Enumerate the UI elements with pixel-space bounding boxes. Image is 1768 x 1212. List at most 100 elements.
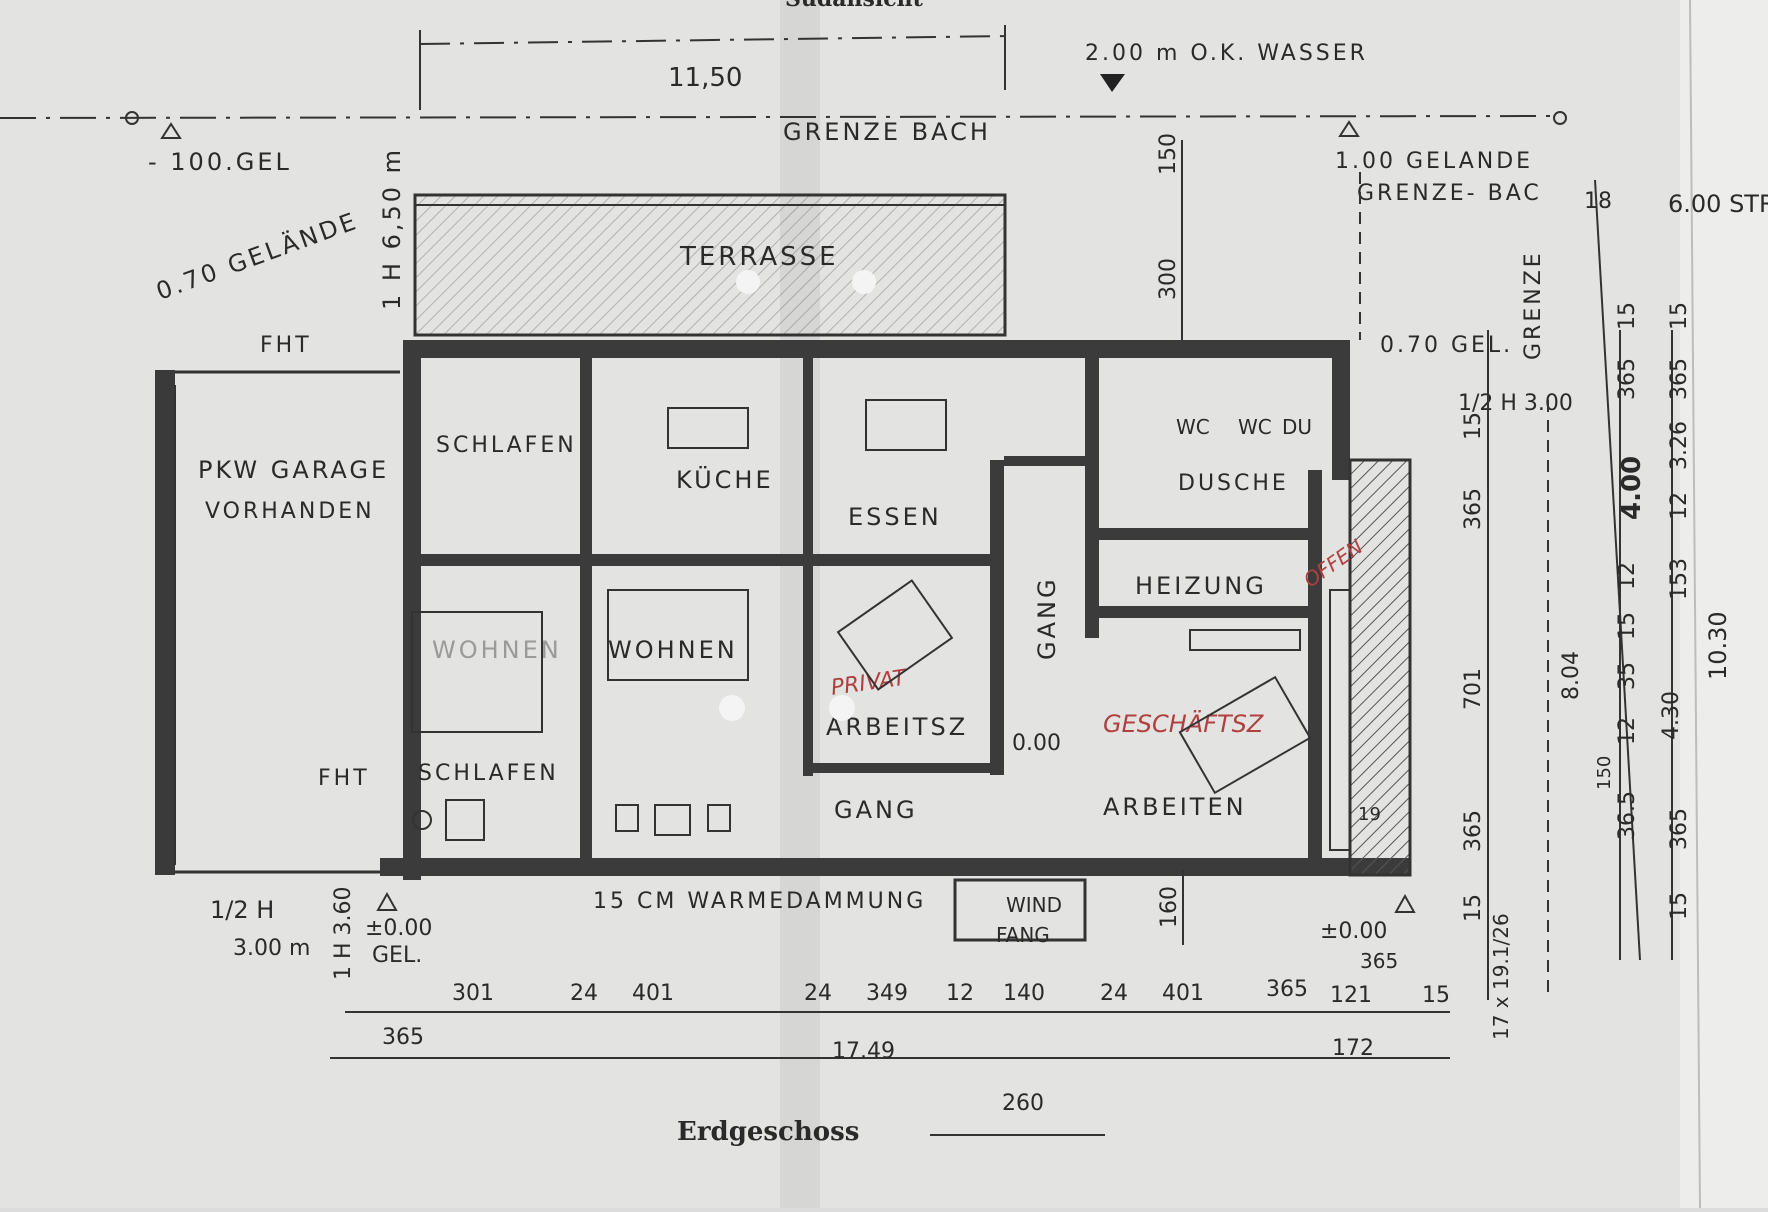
top-dimension — [419, 25, 1011, 110]
room-heizung: HEIZUNG — [1135, 572, 1267, 600]
stair-wall — [1348, 458, 1412, 877]
boundary-line — [0, 115, 1561, 119]
right-c-8: 36.5 — [1615, 791, 1640, 840]
furniture — [411, 579, 1312, 841]
fht-bottom-label: FHT — [318, 766, 370, 791]
garage-label-line2: VORHANDEN — [205, 499, 375, 524]
gel-070-right-label: 0.70 GEL. — [1380, 333, 1513, 358]
room-terrasse: TERRASSE — [679, 242, 839, 272]
right-c-2: 12 — [1615, 562, 1640, 590]
bottom-dim-6: 140 — [1003, 981, 1045, 1006]
room-arbeiten: ARBEITEN — [1103, 793, 1247, 821]
room-essen: ESSEN — [848, 503, 942, 531]
room-windfang-line2: FANG — [996, 923, 1050, 947]
right-c-3: 15 — [1615, 612, 1640, 640]
bottom-dim-7: 24 — [1100, 981, 1128, 1006]
right-d-4: 153 — [1667, 558, 1692, 600]
level-000-right: ±0.00 — [1320, 919, 1387, 944]
right-dimension-lines — [1487, 179, 1673, 1000]
right-d-5: 10.30 — [1704, 611, 1732, 680]
room-windfang-line1: WIND — [1006, 893, 1062, 917]
right-d-6: 365 — [1667, 808, 1692, 850]
stove-icon — [667, 407, 749, 449]
height-360-label: 1 H 3.60 — [331, 886, 356, 980]
bottom-dimension-lines — [330, 1011, 1450, 1136]
bottom-dim-260: 260 — [1002, 1091, 1044, 1116]
windfang-outline — [953, 878, 1087, 942]
right-d-3: 12 — [1667, 492, 1692, 520]
dim-150: 150 — [1156, 133, 1181, 175]
staircase — [1329, 589, 1351, 851]
half-h-300-left: 3.00 m — [233, 936, 310, 961]
stairs-dim: 17 x 19.1/26 — [1489, 913, 1513, 1040]
grenze-bach-label: GRENZE BACH — [783, 118, 991, 146]
fht-top-label: FHT — [260, 333, 312, 358]
room-wohnen: WOHNEN — [608, 636, 738, 664]
room-gang-bottom: GANG — [834, 796, 918, 824]
right-c-0: 15 — [1615, 302, 1640, 330]
bottom-dim-row2-1: 17.49 — [832, 1039, 895, 1064]
grenze-vertical-label: GRENZE — [1521, 250, 1546, 360]
half-h-left: 1/2 H — [210, 896, 274, 924]
gel-100-label: - 100.GEL — [148, 148, 292, 176]
paper-edge — [1680, 0, 1768, 1208]
gel-000-left: ±0.00 — [365, 916, 432, 941]
right-misc-150: 150 — [1594, 756, 1615, 790]
top-dim-1150: 11,50 — [668, 63, 742, 93]
gelande-100-right-label: 1.00 GELANDE — [1335, 149, 1533, 174]
room-dusche: DUSCHE — [1178, 471, 1289, 496]
bottom-dim-11: 15 — [1422, 983, 1450, 1008]
right-c-4: 35 — [1615, 662, 1640, 690]
right-c-1: 365 — [1615, 358, 1640, 400]
room-gang-vertical: GANG — [1033, 576, 1061, 660]
room-wc2: WC — [1238, 415, 1272, 439]
room-wohnen-faded: WOHNEN — [432, 636, 562, 664]
bottom-dim-small-365: 365 — [1360, 949, 1398, 973]
bottom-dim-2: 401 — [632, 981, 674, 1006]
bottom-dim-10: 121 — [1330, 983, 1372, 1008]
insulation-label: 15 CM WARMEDAMMUNG — [593, 889, 926, 914]
bottom-dim-8: 401 — [1162, 981, 1204, 1006]
room-schlafen-top: SCHLAFEN — [436, 433, 577, 458]
house-walls — [380, 340, 1410, 880]
room-wc1: WC — [1176, 415, 1210, 439]
level-000-gang: 0.00 — [1012, 731, 1061, 756]
stair-count: 19 — [1358, 804, 1381, 825]
bottom-dim-5: 12 — [946, 981, 974, 1006]
sheet-title: Erdgeschoss — [677, 1117, 859, 1147]
half-h-300-right: 1/2 H 3.00 — [1458, 391, 1573, 416]
room-du: DU — [1282, 415, 1312, 439]
water-level-marker — [1100, 74, 1125, 92]
right-a-0: 15 — [1461, 412, 1486, 440]
bottom-dim-9: 365 — [1266, 977, 1308, 1002]
note-geschaeftsz: GESCHÄFTSZ — [1103, 709, 1264, 738]
right-d-2: 3.26 — [1667, 421, 1692, 470]
bottom-dim-1: 24 — [570, 981, 598, 1006]
grenze-bach-right-label: GRENZE- BAC — [1357, 181, 1542, 206]
terrace-area — [413, 193, 1007, 337]
right-a-4: 15 — [1461, 894, 1486, 922]
water-level-label: 2.00 m O.K. WASSER — [1085, 41, 1368, 66]
elevation-title: Südansicht — [785, 0, 924, 12]
bottom-dim-3: 24 — [804, 981, 832, 1006]
right-c-7: 4.30 — [1659, 691, 1684, 740]
right-misc-400: 4.00 — [1617, 456, 1647, 520]
garage-outline — [155, 370, 400, 875]
right-misc-18: 18 — [1584, 189, 1612, 214]
right-d-7: 15 — [1667, 892, 1692, 920]
right-d-1: 365 — [1667, 358, 1692, 400]
bottom-dim-row2-0: 365 — [382, 1025, 424, 1050]
right-b-0: 8.04 — [1559, 651, 1584, 700]
room-schlafen-bottom: SCHLAFEN — [418, 761, 559, 786]
right-c-6: 12 — [1615, 717, 1640, 745]
right-a-1: 365 — [1461, 488, 1486, 530]
dining-table-icon — [865, 399, 947, 451]
right-a-3: 365 — [1461, 810, 1486, 852]
bottom-dim-row2-2: 172 — [1332, 1036, 1374, 1061]
garage-label-line1: PKW GARAGE — [198, 456, 389, 484]
gel-left-label: GEL. — [372, 943, 422, 968]
right-d-0: 15 — [1667, 302, 1692, 330]
room-kueche: KÜCHE — [676, 465, 774, 494]
